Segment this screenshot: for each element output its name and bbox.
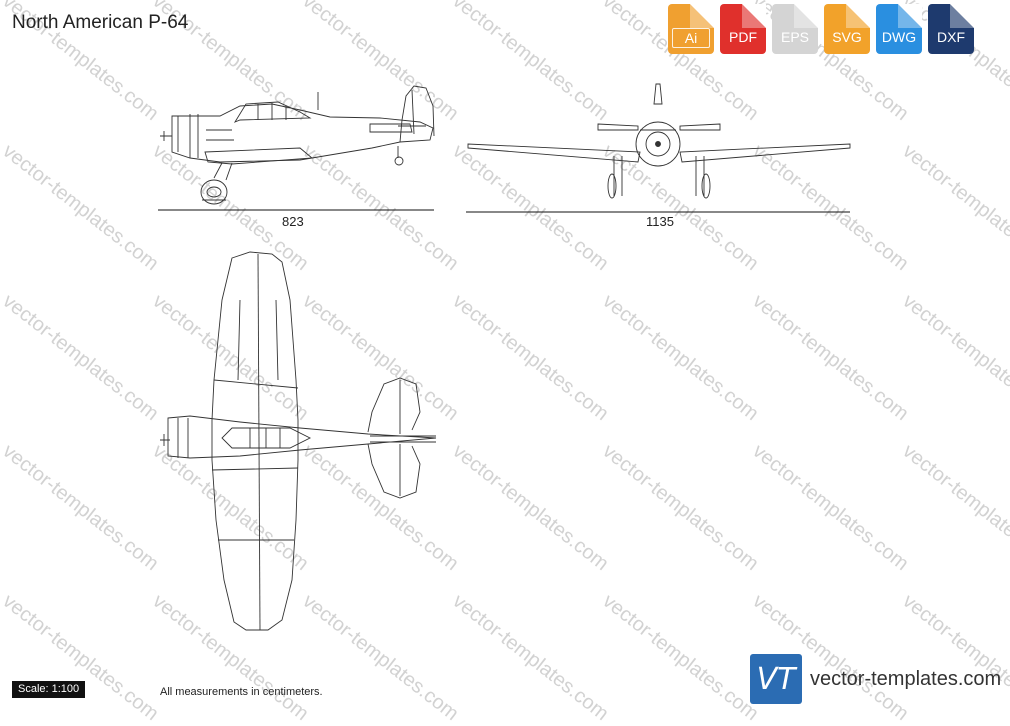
page-title: North American P-64 [12,12,189,33]
brand-link[interactable]: VT vector-templates.com [750,654,1001,704]
pdf-file-icon[interactable]: PDF [720,4,766,54]
front-view [466,83,851,213]
page-fold-icon [950,4,974,28]
format-label: SVG [832,29,862,45]
vt-logo-icon: VT [750,654,802,704]
format-label: EPS [780,29,809,45]
scale-badge: Scale: 1:100 [12,681,86,698]
page-fold-icon [794,4,818,28]
dxf-file-icon[interactable]: DXF [928,4,974,54]
dwg-file-icon[interactable]: DWG [876,4,922,54]
format-label: PDF [729,29,757,45]
ai-file-icon[interactable]: Ai [668,4,714,54]
svg-file-icon[interactable]: SVG [824,4,870,54]
eps-file-icon[interactable]: EPS [772,4,818,54]
side-view [158,85,435,211]
front-span-dimension: 1135 [646,214,674,229]
brand-text: vector-templates.com [810,667,1002,690]
page-fold-icon [690,4,714,28]
top-view [160,251,437,631]
page-fold-icon [742,4,766,28]
page-fold-icon [898,4,922,28]
format-label: Ai [672,28,710,48]
format-label: DWG [881,29,917,45]
side-length-dimension: 823 [282,214,304,229]
page-fold-icon [846,4,870,28]
measurement-note: All measurements in centimeters. [160,686,323,698]
format-label: DXF [937,29,965,45]
format-download-bar: Ai PDF EPS SVG DWG DXF [668,4,974,54]
